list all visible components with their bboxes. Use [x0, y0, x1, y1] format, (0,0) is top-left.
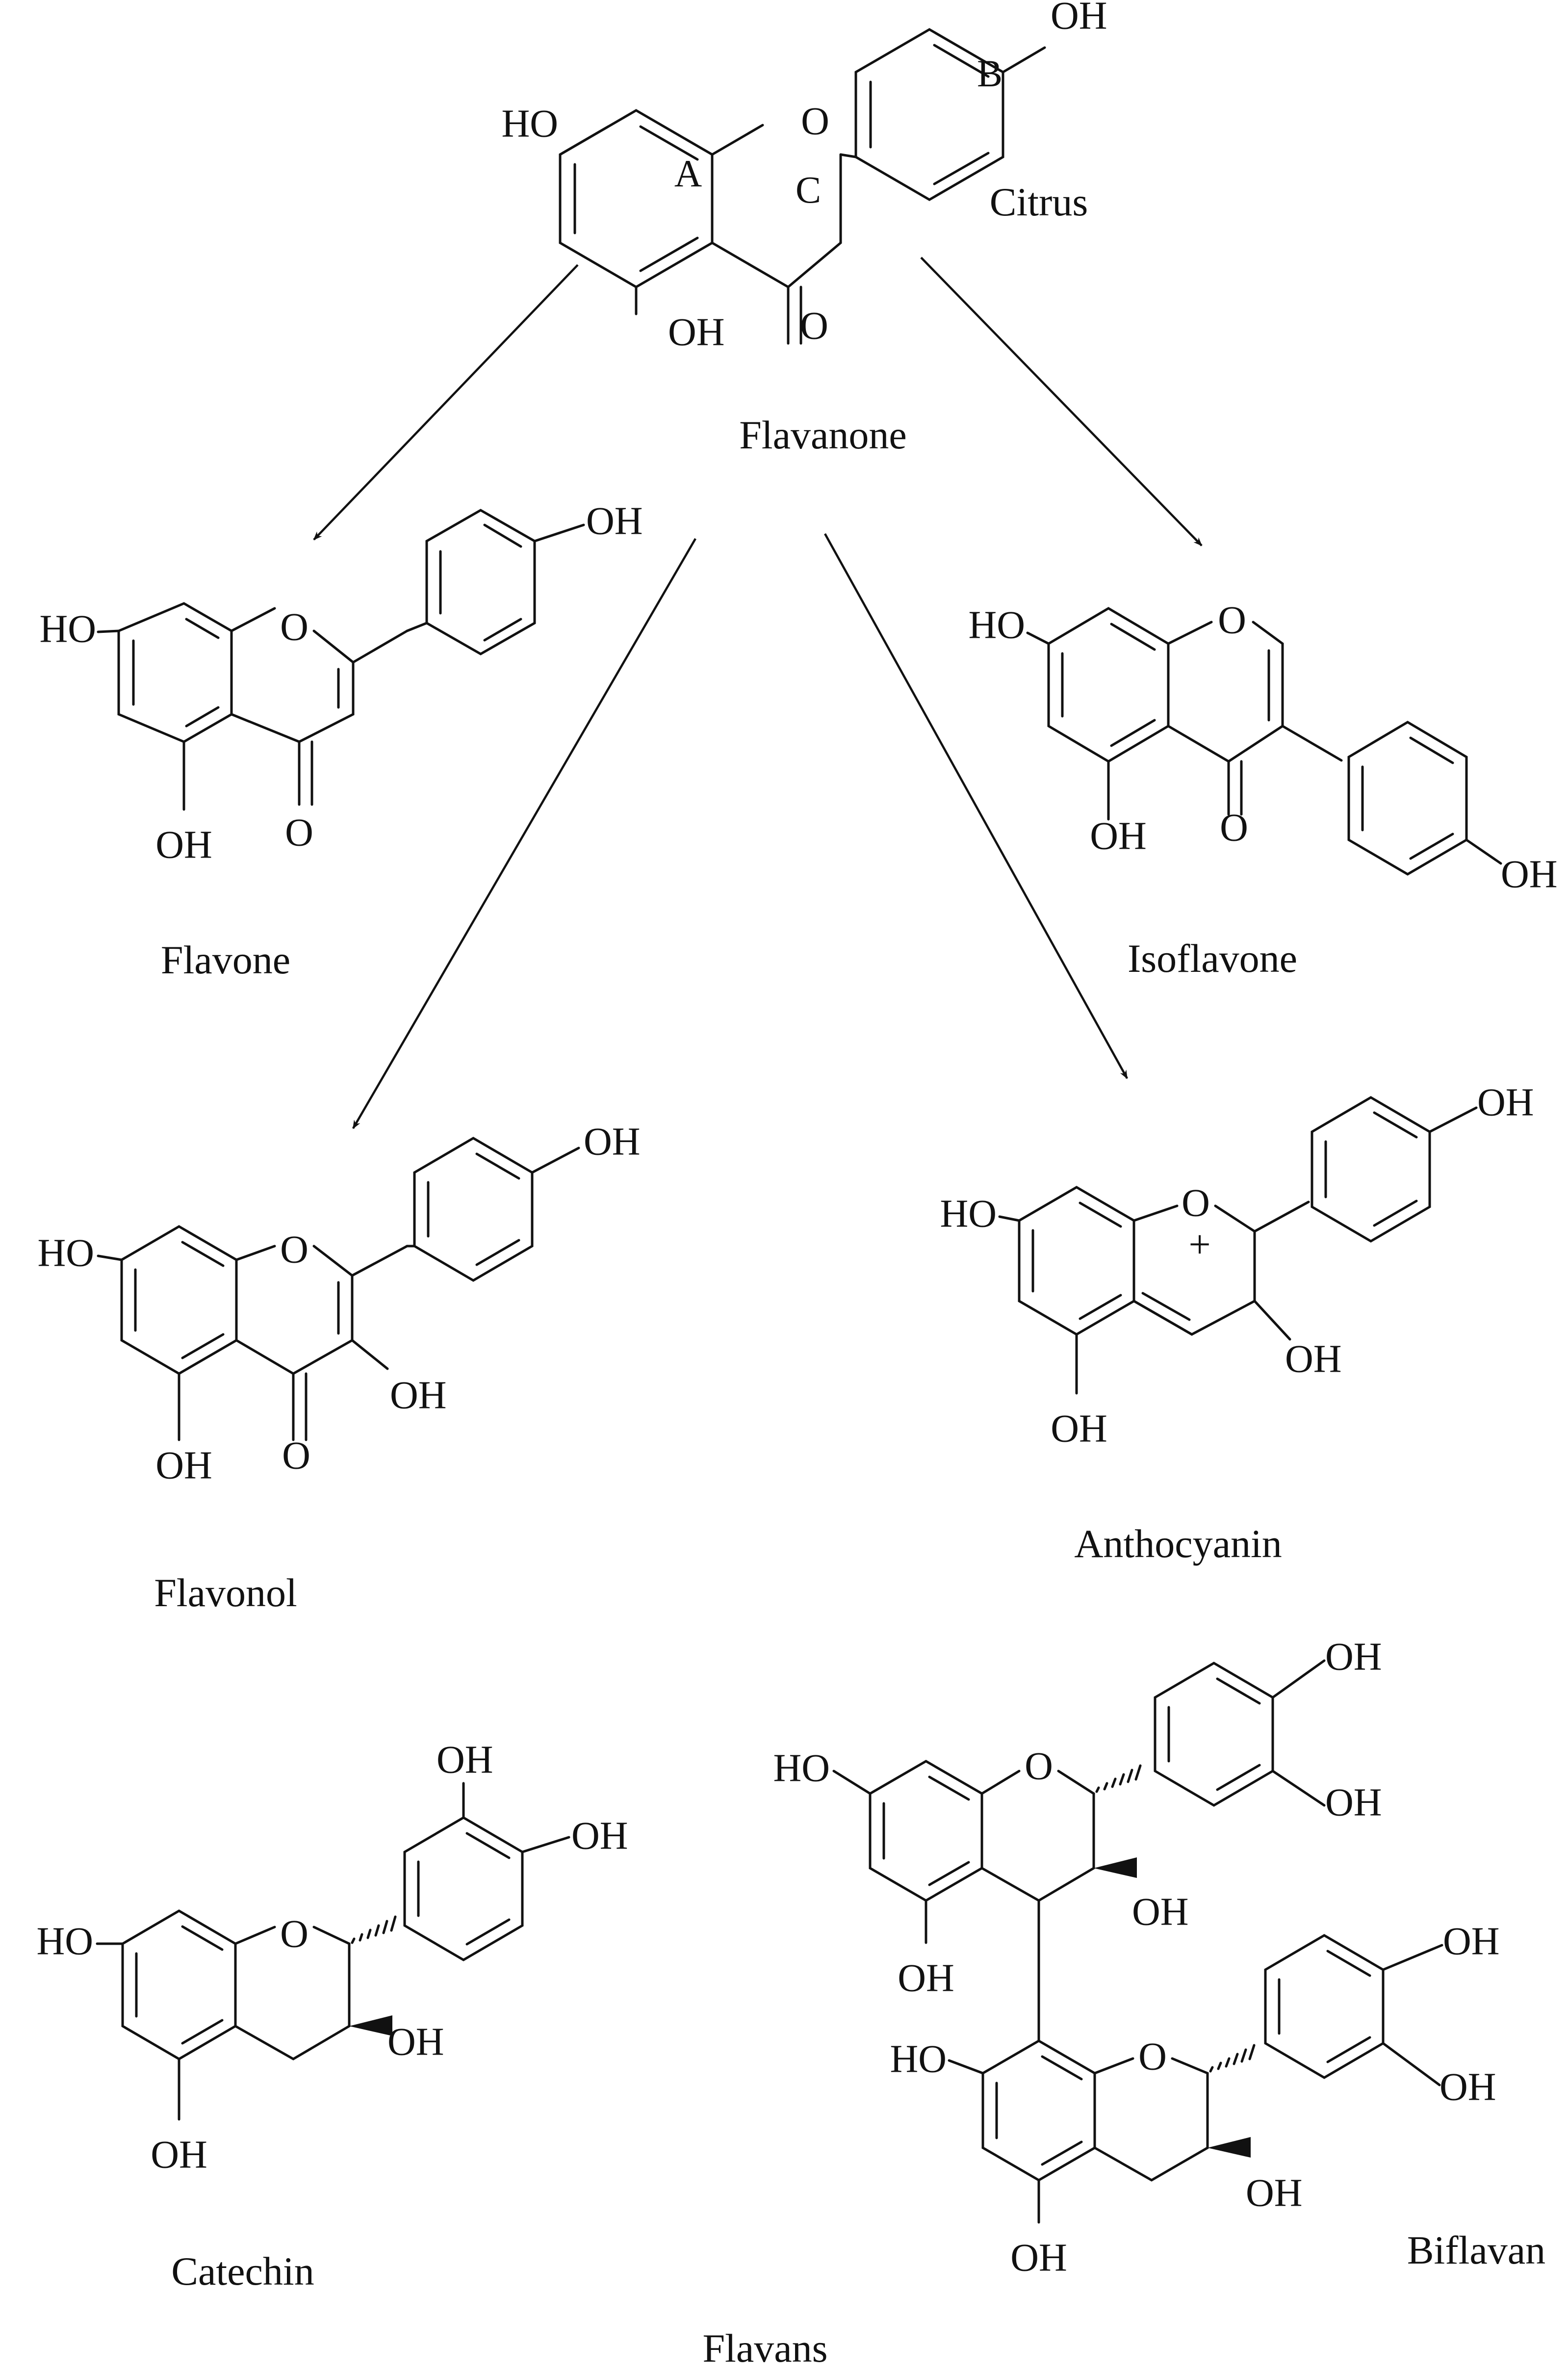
caption-flavans: Flavans	[702, 2326, 827, 2371]
flavonol-ring-o: O	[280, 1228, 308, 1271]
flavanone-oh-5: OH	[668, 311, 725, 354]
arrow-to-anthocyanin	[824, 533, 1128, 1079]
biflavan-lower-oh-3: OH	[1246, 2171, 1303, 2215]
flavonol-oh-5: OH	[155, 1444, 212, 1487]
catechin-structure	[96, 1782, 570, 2121]
catechin-ring-o: O	[280, 1912, 308, 1955]
flavone-ho-7: HO	[39, 607, 96, 651]
biflavan-upper-ho-7: HO	[773, 1746, 830, 1790]
ring-tag-c: C	[796, 168, 821, 211]
caption-flavonol: Flavonol	[154, 1570, 297, 1615]
biflavan-lower-wedge	[1208, 2137, 1251, 2158]
arrow-to-flavone	[313, 264, 579, 541]
caption-catechin: Catechin	[171, 2249, 314, 2293]
anthocyanin-oh-5: OH	[1051, 1407, 1107, 1450]
isoflavone-carbonyl-o: O	[1220, 806, 1248, 849]
arrow-to-isoflavone	[920, 257, 1203, 547]
biflavan-upper-wedge	[1094, 1857, 1137, 1878]
caption-isoflavone: Isoflavone	[1128, 936, 1297, 981]
flavanone-ring-o: O	[801, 100, 829, 143]
isoflavone-ring-o: O	[1218, 599, 1246, 642]
arrow-to-flavonol	[352, 538, 696, 1129]
biflavan-lower-ho-7: HO	[890, 2037, 947, 2081]
biflavan-lower-oh-3prime: OH	[1439, 2065, 1496, 2109]
anthocyanin-structure	[998, 1096, 1478, 1395]
anthocyanin-ho-7: HO	[940, 1192, 997, 1235]
anthocyanin-plus-charge: +	[1188, 1223, 1210, 1266]
catechin-ho-7: HO	[36, 1920, 93, 1963]
ring-tag-b: B	[977, 52, 1002, 95]
biflavan-upper-hashed	[1095, 1764, 1142, 1793]
flavonol-oh-3: OH	[390, 1374, 447, 1417]
flavone-oh-5: OH	[155, 823, 212, 866]
caption-flavone: Flavone	[161, 938, 290, 982]
flavanone-structure	[559, 28, 1046, 345]
anthocyanin-oh-4prime: OH	[1477, 1081, 1534, 1124]
biflavan-upper-unit	[832, 1659, 1326, 2008]
flavonol-ho-7: HO	[37, 1231, 94, 1275]
flavanone-carbonyl-o: O	[800, 304, 828, 347]
isoflavone-oh-5: OH	[1090, 814, 1147, 858]
isoflavone-structure	[1026, 607, 1502, 876]
biflavan-lower-unit	[948, 1934, 1443, 2224]
biflavan-lower-oh-5: OH	[1010, 2236, 1067, 2279]
flavanone-oh-4prime: OH	[1051, 0, 1107, 37]
biflavan-lower-oh-4prime: OH	[1443, 1920, 1500, 1963]
biflavan-upper-oh-5: OH	[898, 1956, 954, 2000]
anthocyanin-ring-o: O	[1182, 1181, 1210, 1225]
caption-biflavan: Biflavan	[1407, 2228, 1545, 2272]
catechin-oh-5: OH	[151, 2133, 207, 2176]
biflavan-upper-ring-o: O	[1025, 1745, 1053, 1788]
isoflavone-ho-7: HO	[968, 603, 1025, 647]
biflavan-lower-hashed	[1209, 2044, 1256, 2073]
flavonol-oh-4prime: OH	[584, 1120, 641, 1163]
flavonol-carbonyl-o: O	[282, 1434, 310, 1477]
biflavan-lower-ring-o: O	[1138, 2035, 1167, 2078]
anthocyanin-oh-3: OH	[1285, 1337, 1342, 1381]
flavone-ring-o: O	[280, 605, 308, 649]
flavonol-structure	[97, 1137, 580, 1441]
isoflavone-oh-4prime: OH	[1501, 853, 1558, 896]
flavone-carbonyl-o: O	[285, 811, 313, 854]
catechin-hashed-bond	[351, 1915, 397, 1944]
flavone-structure	[97, 509, 585, 811]
biflavan-upper-oh-3: OH	[1132, 1890, 1189, 1933]
catechin-oh-3prime: OH	[437, 1738, 493, 1781]
flavone-oh-4prime: OH	[586, 499, 643, 543]
caption-anthocyanin: Anthocyanin	[1074, 1521, 1282, 1566]
catechin-wedge-bond	[349, 2015, 392, 2036]
caption-flavanone: Flavanone	[739, 413, 907, 457]
ring-tag-a: A	[674, 152, 702, 195]
catechin-oh-4prime: OH	[571, 1814, 628, 1857]
biflavan-upper-oh-4prime: OH	[1325, 1635, 1382, 1678]
catechin-oh-3: OH	[387, 2020, 444, 2063]
biflavan-upper-oh-3prime: OH	[1325, 1781, 1382, 1824]
caption-citrus: Citrus	[990, 180, 1088, 224]
flavanone-ho-7: HO	[501, 102, 558, 145]
